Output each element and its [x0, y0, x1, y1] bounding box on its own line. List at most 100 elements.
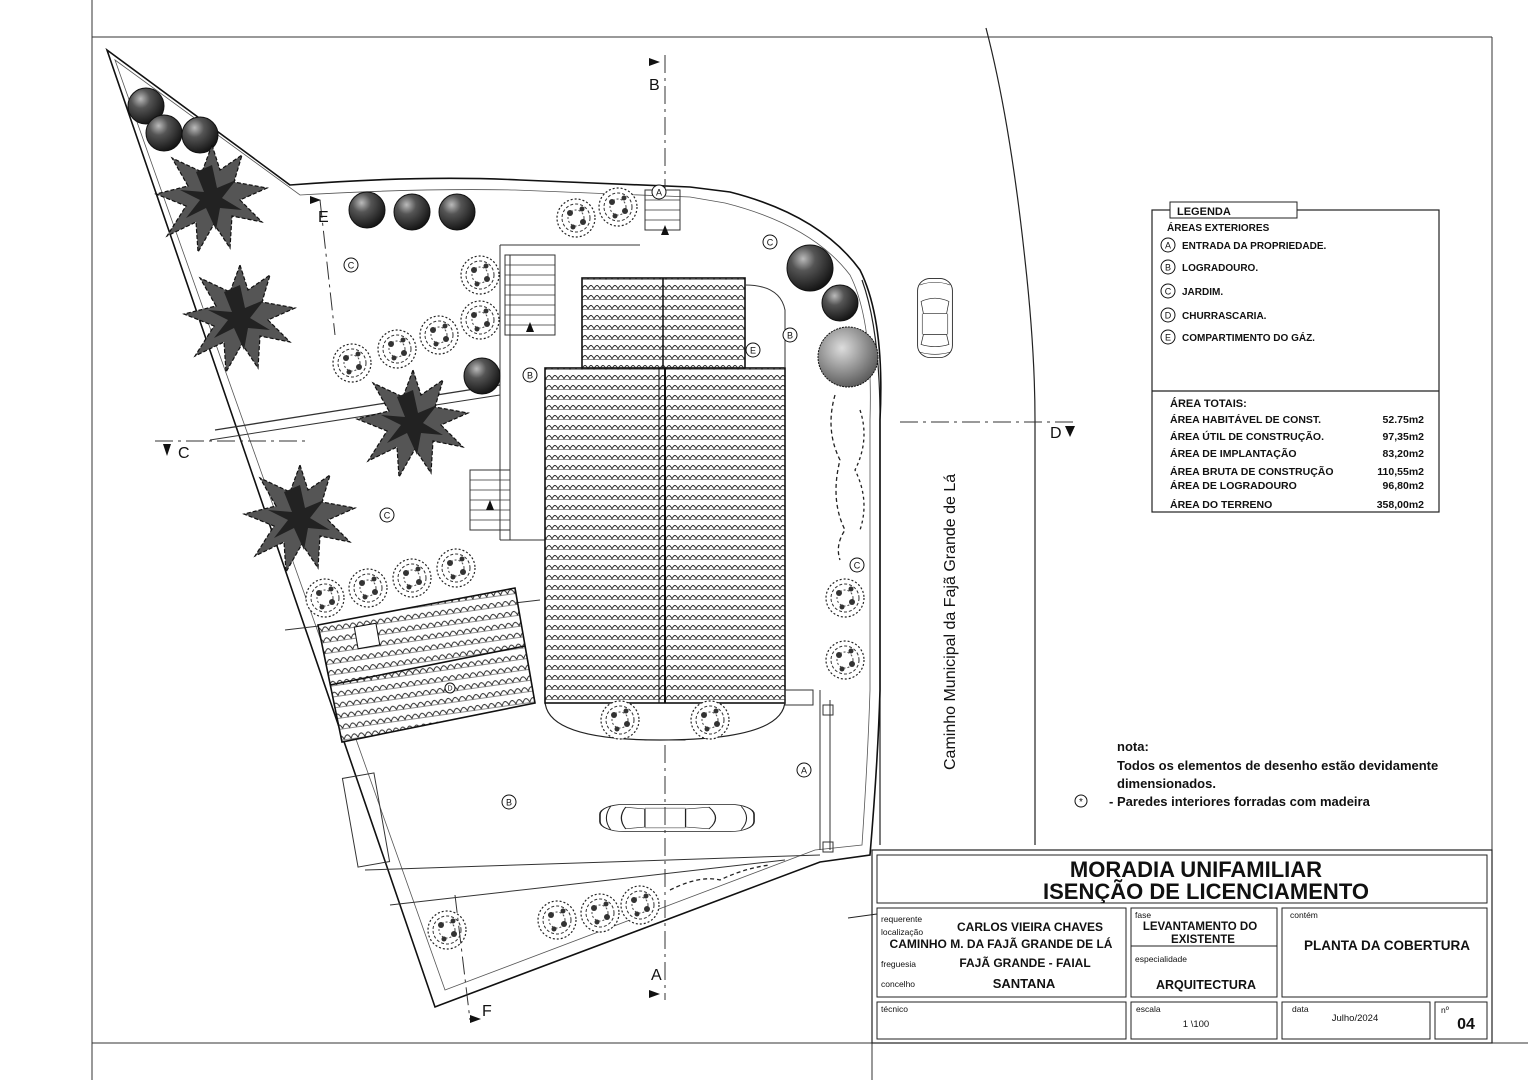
totals-title: ÁREA TOTAIS: [1170, 397, 1247, 410]
svg-text:ÁREA BRUTA DE CONSTRUÇÃO: ÁREA BRUTA DE CONSTRUÇÃO [1170, 465, 1334, 478]
area-marker: E [745, 342, 761, 358]
svg-text:LOGRADOURO.: LOGRADOURO. [1182, 263, 1258, 274]
svg-text:C: C [767, 238, 774, 248]
svg-text:C: C [348, 261, 355, 271]
svg-text:97,35m2: 97,35m2 [1383, 431, 1425, 443]
section-marker-e: E [318, 209, 329, 226]
svg-text:ÁREA DE IMPLANTAÇÃO: ÁREA DE IMPLANTAÇÃO [1170, 447, 1297, 460]
svg-text:CHURRASCARIA.: CHURRASCARIA. [1182, 311, 1267, 322]
fase-label: fase [1135, 910, 1151, 920]
area-marker: A [796, 762, 812, 778]
svg-text:83,20m2: 83,20m2 [1383, 448, 1425, 460]
area-code-markers: A C C B E B C C D A B [343, 184, 865, 810]
svg-text:ÁREA HABITÁVEL DE CONST.: ÁREA HABITÁVEL DE CONST. [1170, 413, 1321, 426]
round-trees [127, 87, 879, 395]
escala-label: escala [1136, 1004, 1161, 1014]
area-marker: A [651, 184, 667, 200]
sheet-number: 04 [1457, 1016, 1475, 1033]
svg-text:ÁREA DO TERRENO: ÁREA DO TERRENO [1170, 498, 1272, 511]
escala-value: 1 \100 [1183, 1019, 1209, 1030]
svg-text:A: A [801, 766, 807, 776]
svg-text:ÁREA DE LOGRADOURO: ÁREA DE LOGRADOURO [1170, 479, 1297, 492]
section-marker-c: C [178, 445, 190, 462]
concelho-value: SANTANA [993, 976, 1056, 991]
svg-text:110,55m2: 110,55m2 [1377, 466, 1424, 478]
svg-text:ÁREA ÚTIL DE CONSTRUÇÃO.: ÁREA ÚTIL DE CONSTRUÇÃO. [1170, 430, 1324, 443]
legend-title: LEGENDA [1177, 206, 1231, 218]
fase-value: LEVANTAMENTO DO [1143, 921, 1257, 933]
svg-text:C: C [1165, 287, 1172, 297]
totals-row: ÁREA DE IMPLANTAÇÃO 83,20m2 [1170, 447, 1424, 460]
area-marker: D [444, 682, 456, 694]
svg-text:E: E [1165, 333, 1171, 343]
property-boundary [105, 47, 882, 1009]
svg-text:JARDIM.: JARDIM. [1182, 287, 1223, 298]
area-marker: B [782, 327, 798, 343]
svg-text:E: E [750, 346, 756, 356]
svg-text:52.75m2: 52.75m2 [1383, 414, 1425, 426]
note-asterisk: * [1079, 797, 1083, 808]
totals-row: ÁREA BRUTA DE CONSTRUÇÃO 110,55m2 [1170, 465, 1424, 478]
legend-panel: LEGENDA ÁREAS EXTERIORES A ENTRADA DA PRO… [1151, 201, 1440, 513]
data-value: Julho/2024 [1332, 1013, 1378, 1024]
data-label: data [1292, 1004, 1309, 1014]
svg-text:COMPARTIMENTO DO GÁZ.: COMPARTIMENTO DO GÁZ. [1182, 331, 1315, 344]
area-marker: C [379, 507, 395, 523]
requerente-value: CARLOS VIEIRA CHAVES [957, 920, 1103, 934]
totals-row: ÁREA DO TERRENO 358,00m2 [1170, 498, 1424, 511]
especialidade-label: especialidade [1135, 954, 1187, 964]
section-marker-a: A [651, 967, 662, 984]
svg-text:358,00m2: 358,00m2 [1377, 499, 1424, 511]
note-line: - Paredes interiores forradas com madeir… [1109, 794, 1371, 809]
section-marker-f: F [482, 1003, 492, 1020]
svg-text:B: B [787, 331, 793, 341]
numero-label: nº [1441, 1005, 1449, 1015]
legend-item: E COMPARTIMENTO DO GÁZ. [1160, 329, 1315, 345]
road: Caminho Municipal da Fajã Grande de Lá [861, 27, 1036, 845]
area-marker: C [343, 257, 359, 273]
totals-row: ÁREA HABITÁVEL DE CONST. 52.75m2 [1170, 413, 1424, 426]
svg-text:C: C [384, 511, 391, 521]
fase-value: EXISTENTE [1171, 934, 1235, 946]
contem-value: PLANTA DA COBERTURA [1304, 938, 1470, 953]
legend-item: C JARDIM. [1160, 283, 1223, 299]
area-marker: C [849, 557, 865, 573]
svg-text:A: A [656, 188, 662, 198]
drawing-title-line2: ISENÇÃO DE LICENCIAMENTO [1043, 879, 1369, 904]
requerente-label: requerente [881, 914, 922, 924]
especialidade-value: ARQUITECTURA [1156, 978, 1256, 992]
section-marker-d: D [1050, 425, 1062, 442]
note-line: Todos os elementos de desenho estão devi… [1117, 758, 1438, 773]
note-title: nota: [1117, 739, 1149, 754]
svg-text:C: C [854, 561, 861, 571]
section-lines [155, 55, 1075, 1021]
house-roof [544, 277, 814, 741]
section-arrows [163, 58, 1075, 1023]
totals-row: ÁREA DE LOGRADOURO 96,80m2 [1170, 479, 1424, 492]
localizacao-label: localização [881, 927, 923, 937]
svg-text:D: D [1165, 311, 1172, 321]
drawing-title-line1: MORADIA UNIFAMILIAR [1070, 857, 1322, 882]
totals-row: ÁREA ÚTIL DE CONSTRUÇÃO. 97,35m2 [1170, 430, 1424, 443]
area-marker: B [501, 794, 517, 810]
legend-item: A ENTRADA DA PROPRIEDADE. [1160, 237, 1326, 253]
svg-text:A: A [1165, 241, 1171, 251]
svg-text:ENTRADA DA PROPRIEDADE.: ENTRADA DA PROPRIEDADE. [1182, 241, 1326, 252]
churrascaria-roof [317, 587, 536, 743]
legend-subtitle: ÁREAS EXTERIORES [1167, 221, 1270, 234]
contem-label: contém [1290, 910, 1318, 920]
freguesia-label: freguesia [881, 959, 916, 969]
svg-text:96,80m2: 96,80m2 [1383, 480, 1425, 492]
legend-item: D CHURRASCARIA. [1160, 307, 1267, 323]
note-block: nota: Todos os elementos de desenho estã… [1074, 739, 1438, 809]
svg-text:D: D [447, 686, 452, 693]
section-marker-b: B [649, 77, 660, 94]
road-name: Caminho Municipal da Fajã Grande de Lá [942, 474, 959, 770]
area-marker: C [762, 234, 778, 250]
svg-text:B: B [506, 798, 512, 808]
climbing-plants [669, 394, 865, 891]
area-marker: B [522, 367, 538, 383]
tecnico-label: técnico [881, 1004, 908, 1014]
